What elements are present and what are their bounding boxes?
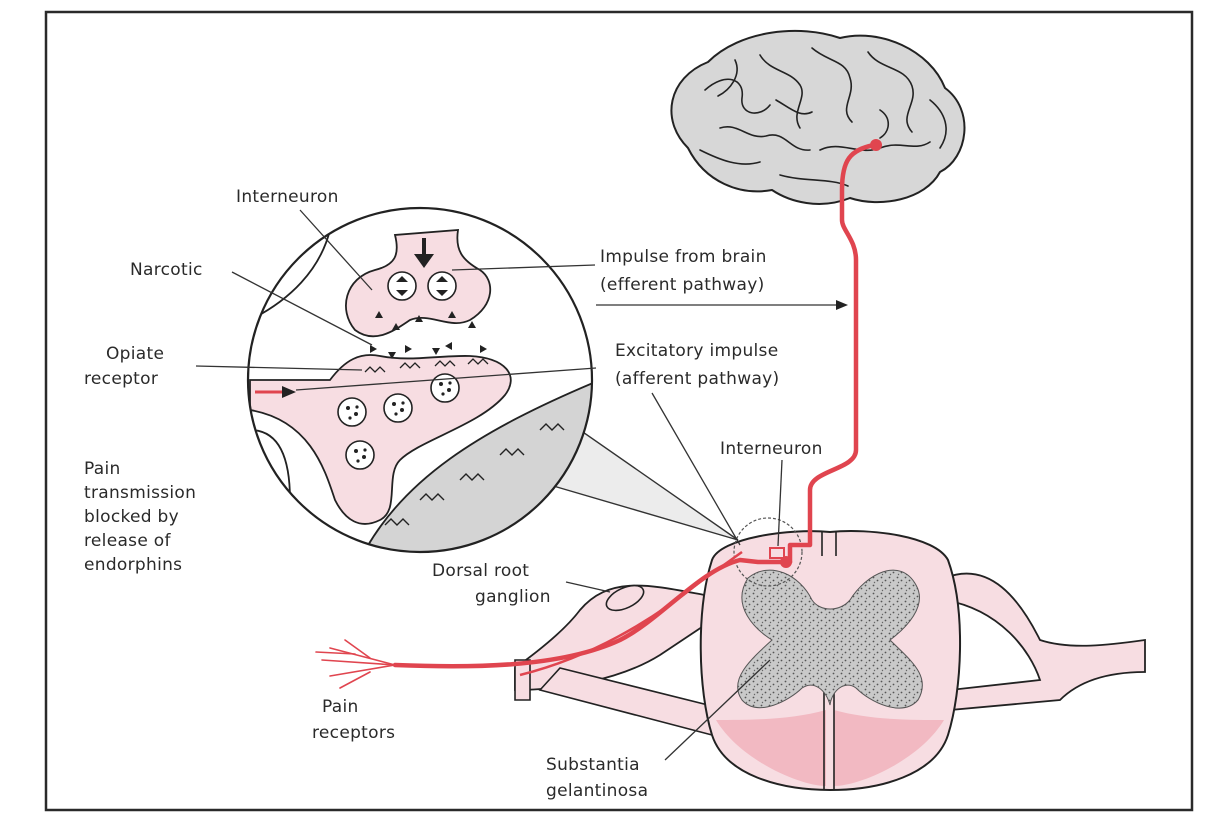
- label-interneuron-cord: Interneuron: [720, 439, 823, 459]
- label-pain-transmission: Pain transmission blocked by release of …: [84, 459, 202, 575]
- label-dorsal-root-ganglion: Dorsal root ganglion: [432, 561, 551, 607]
- label-opiate-receptor: Opiate receptor: [84, 344, 170, 389]
- label-pain-receptors: Pain receptors: [312, 697, 395, 743]
- label-substantia-gelantinosa: Substantia gelantinosa: [546, 755, 648, 801]
- label-narcotic: Narcotic: [130, 260, 203, 280]
- label-excitatory-impulse: Excitatory impulse (afferent pathway): [615, 341, 784, 389]
- brain: [671, 31, 964, 204]
- spinal-cord: [515, 518, 1145, 790]
- pain-receptor-endings: [316, 640, 395, 688]
- label-interneuron-top: Interneuron: [236, 187, 339, 207]
- label-impulse-from-brain: Impulse from brain (efferent pathway): [600, 247, 772, 295]
